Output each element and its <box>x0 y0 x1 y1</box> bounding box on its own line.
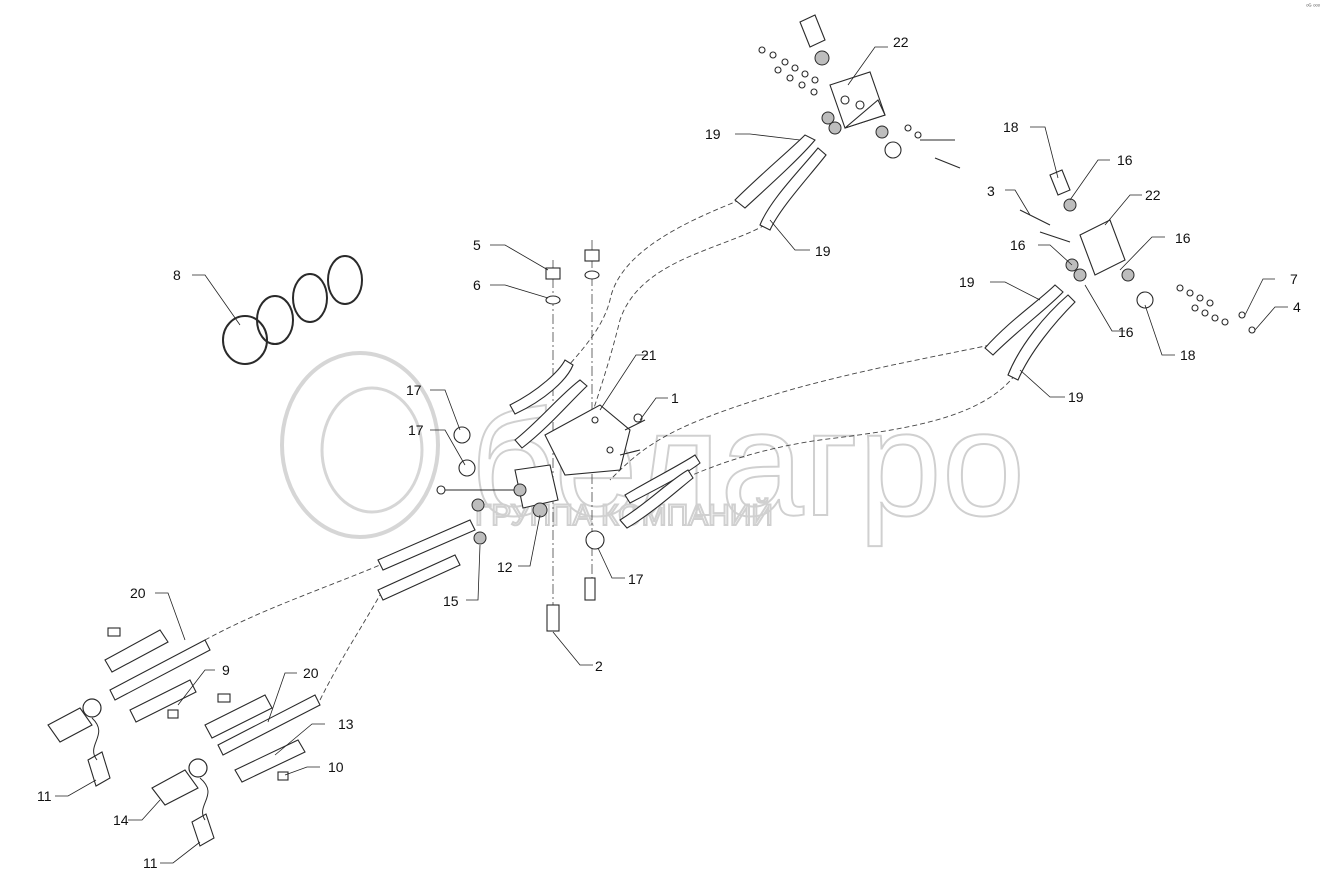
hose-pair-right <box>984 284 1076 381</box>
callout-21: 21 <box>641 347 657 363</box>
callout-14: 14 <box>113 812 129 828</box>
callout-11-left: 11 <box>37 788 52 804</box>
callout-22-right: 22 <box>1145 187 1161 203</box>
corner-mark: ᵒᴳ ᵒᵒᵒ <box>1306 4 1320 10</box>
callout-17-a: 17 <box>406 382 422 398</box>
callout-11-right: 11 <box>143 855 158 871</box>
callout-19-upper-a: 19 <box>705 126 721 142</box>
distributor-block-upper <box>758 14 961 169</box>
watermark-subtitle: ГРУППА КОМПАНИЙ <box>475 498 773 532</box>
callout-5: 5 <box>473 237 481 253</box>
callout-labels: 22 19 19 18 16 3 22 16 16 7 4 16 18 19 1… <box>37 34 1301 871</box>
belagro-watermark: белагро ГРУППА КОМПАНИЙ <box>280 351 1026 548</box>
callout-16-right: 16 <box>1175 230 1191 246</box>
coupling-assembly-right <box>151 693 321 847</box>
callout-19-right-b: 19 <box>1068 389 1084 405</box>
callout-17-b: 17 <box>408 422 424 438</box>
callout-6: 6 <box>473 277 481 293</box>
callout-19-right-a: 19 <box>959 274 975 290</box>
callout-20-left: 20 <box>130 585 146 601</box>
callout-7: 7 <box>1290 271 1298 287</box>
callout-15: 15 <box>443 593 459 609</box>
callout-16-bottom: 16 <box>1118 324 1134 340</box>
callout-2: 2 <box>595 658 603 674</box>
hose-pair-upper <box>734 134 827 231</box>
nuts-and-washers <box>545 249 600 305</box>
callout-10: 10 <box>328 759 344 775</box>
callout-4: 4 <box>1293 299 1301 315</box>
callout-3: 3 <box>987 183 995 199</box>
clamp-rings <box>222 255 363 365</box>
callout-9: 9 <box>222 662 230 678</box>
callout-20-right: 20 <box>303 665 319 681</box>
callout-1: 1 <box>671 390 679 406</box>
callout-12: 12 <box>497 559 513 575</box>
callout-16-left: 16 <box>1010 237 1026 253</box>
callout-18-bottom: 18 <box>1180 347 1196 363</box>
distributor-block-right <box>1019 169 1256 334</box>
central-hoses <box>453 359 701 550</box>
adapters-and-tubes <box>377 498 487 601</box>
callout-19-upper-b: 19 <box>815 243 831 259</box>
callout-16-top: 16 <box>1117 152 1133 168</box>
callout-18-top: 18 <box>1003 119 1019 135</box>
coupling-assembly-left <box>47 627 211 787</box>
leader-lines <box>55 46 1288 864</box>
callout-8: 8 <box>173 267 181 283</box>
callout-22-upper: 22 <box>893 34 909 50</box>
central-bracket <box>544 404 646 476</box>
callout-13: 13 <box>338 716 354 732</box>
routing-lines <box>204 199 1016 701</box>
central-valve <box>436 464 559 518</box>
callout-17-c: 17 <box>628 571 644 587</box>
